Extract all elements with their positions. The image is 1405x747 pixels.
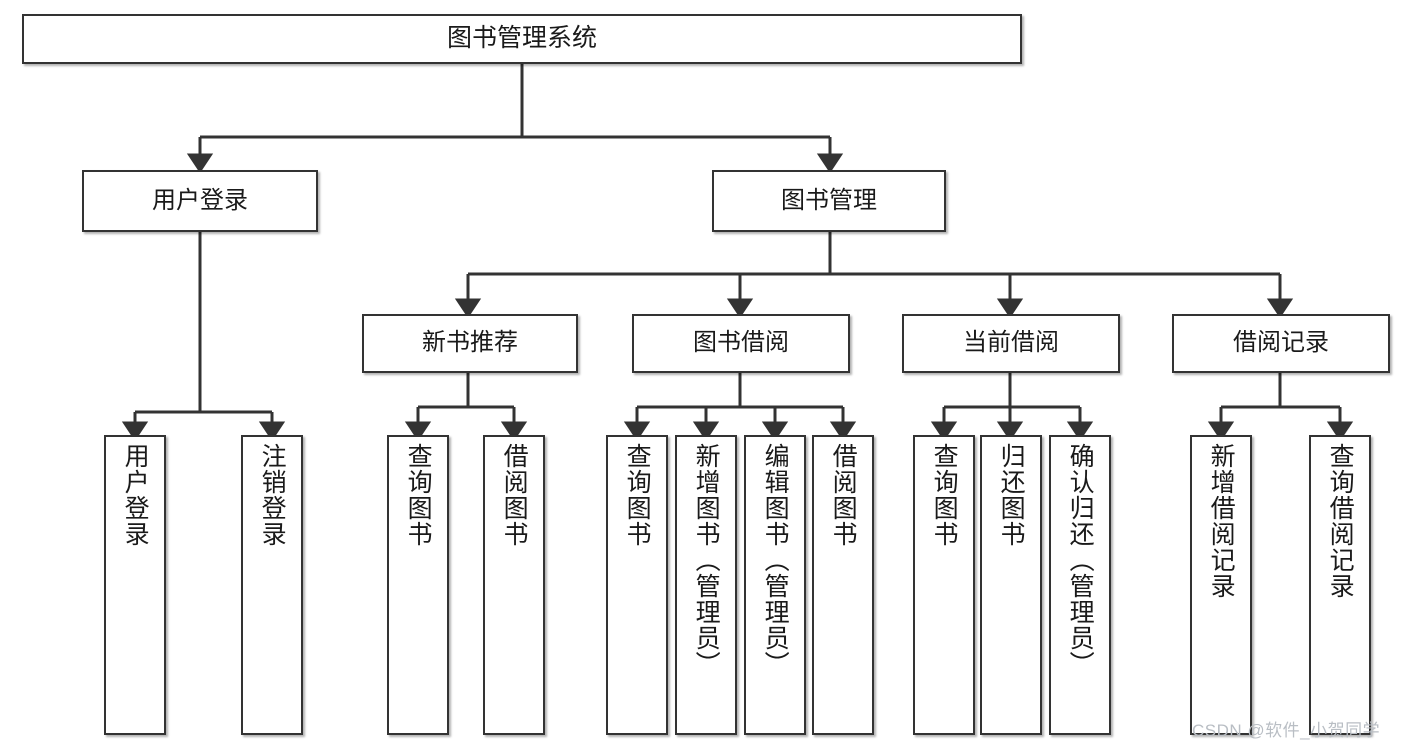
leaf-logout-login[interactable]: 注销登录: [241, 435, 303, 735]
node-borrow-record[interactable]: 借阅记录: [1172, 314, 1390, 373]
leaf-query-borrow-record[interactable]: 查询借阅记录: [1309, 435, 1371, 735]
node-book-management-label: 图书管理: [781, 186, 877, 214]
leaf-return-book-label: 归还图书: [997, 443, 1026, 547]
leaf-add-borrow-record[interactable]: 新增借阅记录: [1190, 435, 1252, 735]
node-current-borrow-label: 当前借阅: [963, 329, 1059, 357]
node-book-borrow-label: 图书借阅: [693, 329, 789, 357]
node-current-borrow[interactable]: 当前借阅: [902, 314, 1120, 373]
node-root[interactable]: 图书管理系统: [22, 14, 1022, 64]
leaf-user-login-label: 用户登录: [121, 443, 150, 547]
leaf-query-book-3[interactable]: 查询图书: [913, 435, 975, 735]
leaf-add-book-label: 新增图书（管理员）: [692, 443, 721, 677]
leaf-edit-book-label: 编辑图书（管理员）: [761, 443, 790, 677]
leaf-query-book-2-label: 查询图书: [623, 443, 652, 547]
csdn-watermark: CSDN @软件_小贺同学: [1192, 721, 1381, 740]
leaf-borrow-book-1[interactable]: 借阅图书: [483, 435, 545, 735]
leaf-confirm-return-label: 确认归还（管理员）: [1066, 443, 1095, 677]
node-book-borrow[interactable]: 图书借阅: [632, 314, 850, 373]
node-book-management[interactable]: 图书管理: [712, 170, 946, 232]
leaf-confirm-return[interactable]: 确认归还（管理员）: [1049, 435, 1111, 735]
leaf-edit-book[interactable]: 编辑图书（管理员）: [744, 435, 806, 735]
leaf-query-book-1-label: 查询图书: [404, 443, 433, 547]
leaf-borrow-book-2-label: 借阅图书: [829, 443, 858, 547]
node-user-login-label: 用户登录: [152, 186, 248, 214]
leaf-query-book-3-label: 查询图书: [930, 443, 959, 547]
node-borrow-record-label: 借阅记录: [1233, 329, 1329, 357]
leaf-borrow-book-1-label: 借阅图书: [500, 443, 529, 547]
leaf-add-borrow-record-label: 新增借阅记录: [1207, 443, 1236, 599]
leaf-query-book-2[interactable]: 查询图书: [606, 435, 668, 735]
leaf-add-book[interactable]: 新增图书（管理员）: [675, 435, 737, 735]
leaf-user-login[interactable]: 用户登录: [104, 435, 166, 735]
node-user-login[interactable]: 用户登录: [82, 170, 318, 232]
node-new-book-recommend[interactable]: 新书推荐: [362, 314, 578, 373]
node-new-book-recommend-label: 新书推荐: [422, 329, 518, 357]
leaf-query-borrow-record-label: 查询借阅记录: [1326, 443, 1355, 599]
leaf-query-book-1[interactable]: 查询图书: [387, 435, 449, 735]
leaf-borrow-book-2[interactable]: 借阅图书: [812, 435, 874, 735]
node-root-label: 图书管理系统: [446, 24, 597, 53]
leaf-return-book[interactable]: 归还图书: [980, 435, 1042, 735]
leaf-logout-login-label: 注销登录: [258, 443, 287, 547]
